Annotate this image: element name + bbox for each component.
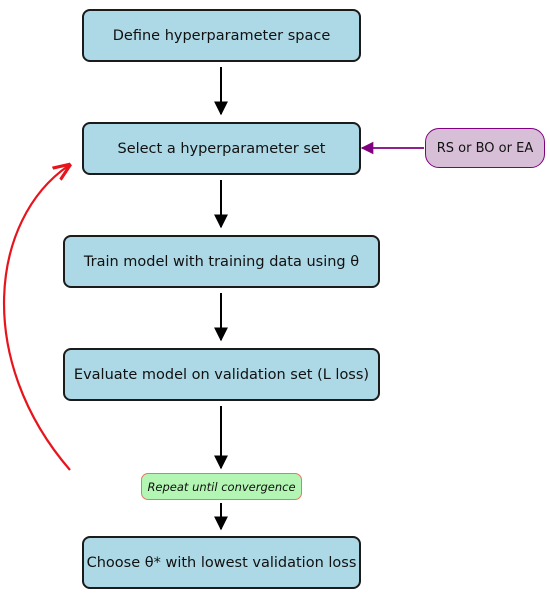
loop-note: Repeat until convergence	[141, 473, 302, 500]
step-define-hyperparameter-space: Define hyperparameter space	[82, 9, 361, 62]
step-label: Train model with training data using θ	[83, 253, 360, 270]
step-label: Define hyperparameter space	[112, 27, 331, 44]
step-evaluate-model: Evaluate model on validation set (L loss…	[63, 348, 380, 401]
step-label: Choose θ* with lowest validation loss	[86, 554, 357, 571]
step-label: Evaluate model on validation set (L loss…	[73, 366, 370, 383]
search-method-box: RS or BO or EA	[425, 128, 545, 168]
search-method-label: RS or BO or EA	[436, 140, 534, 156]
step-choose-best-theta: Choose θ* with lowest validation loss	[82, 536, 361, 589]
loop-note-label: Repeat until convergence	[147, 479, 296, 494]
step-select-hyperparameter-set: Select a hyperparameter set	[82, 122, 361, 175]
step-label: Select a hyperparameter set	[117, 140, 326, 157]
step-train-model: Train model with training data using θ	[63, 235, 380, 288]
loop-back-arrow	[3, 166, 70, 471]
